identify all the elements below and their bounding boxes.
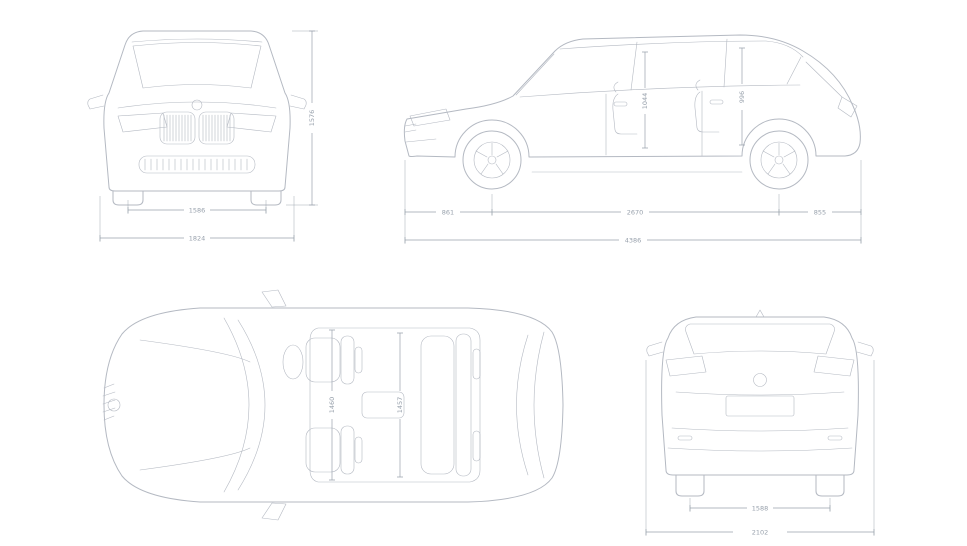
front-height-label: 1576 xyxy=(308,110,316,127)
rear-wheel-left xyxy=(675,474,705,497)
side-rear-spokes xyxy=(762,142,796,175)
top-front-width-ticks xyxy=(329,329,335,481)
side-d-pillar xyxy=(786,56,802,85)
top-hood-creases xyxy=(139,339,251,471)
side-front-rim xyxy=(473,141,511,179)
bmw-roundel-icon xyxy=(191,99,203,111)
center-console xyxy=(361,391,405,419)
bumper-lower-line xyxy=(667,447,853,452)
rear-taillight-left xyxy=(665,355,707,377)
steering-wheel xyxy=(282,344,304,380)
side-view: 1044 996 861 2670 855 4386 xyxy=(403,34,862,244)
front-track-label: 1586 xyxy=(189,206,206,214)
reflector-left xyxy=(677,435,693,441)
bmw-roundel-icon xyxy=(753,373,767,387)
bumper-upper-line xyxy=(671,427,849,432)
front-roof-line xyxy=(131,38,263,43)
lower-intake xyxy=(138,155,256,174)
top-rear-width-ticks xyxy=(397,332,403,478)
side-rear-glass-edge xyxy=(805,61,843,98)
side-front-spokes xyxy=(475,142,509,175)
side-rear-hub xyxy=(774,155,784,165)
rear-view: 1588 2102 xyxy=(645,309,875,536)
front-seat-driver xyxy=(305,335,363,385)
interior-front-dim-ticks xyxy=(642,51,648,149)
rear-antenna-fin xyxy=(755,309,765,318)
side-grille-lines xyxy=(404,123,437,143)
length-label: 4386 xyxy=(625,236,642,244)
rear-width-label: 2102 xyxy=(752,528,769,536)
interior-front-label: 1044 xyxy=(641,93,649,110)
side-beltline xyxy=(519,84,801,98)
top-cowl-arc xyxy=(223,317,250,493)
tailgate-line xyxy=(675,391,845,396)
side-b-pillar xyxy=(630,41,638,91)
side-rear-rim xyxy=(760,141,798,179)
side-front-wheel xyxy=(462,130,522,190)
top-body-outline xyxy=(103,307,564,503)
grille-slats xyxy=(163,114,231,142)
front-view: 1586 1824 1576 xyxy=(87,30,318,242)
front-dim-ticks xyxy=(99,30,315,241)
license-plate xyxy=(725,395,795,417)
intake-slats xyxy=(144,158,248,171)
side-windshield-line xyxy=(515,53,555,96)
side-taillight xyxy=(837,96,858,118)
top-rear-width-label: 1457 xyxy=(396,397,404,414)
side-roof-inner-line xyxy=(559,40,804,58)
side-extension-lines xyxy=(404,160,862,244)
side-body-outline xyxy=(403,34,861,158)
front-seat-passenger xyxy=(305,425,363,475)
top-rear-edge-arc xyxy=(533,331,545,479)
front-windshield xyxy=(132,42,262,89)
rear-wheel-right xyxy=(815,474,845,497)
rear-track-label: 1588 xyxy=(752,504,769,512)
side-front-hub xyxy=(487,155,497,165)
front-width-label: 1824 xyxy=(189,234,206,242)
interior-rear-dim-ticks xyxy=(739,47,745,146)
left-headlight xyxy=(117,112,168,133)
side-rear-wheel xyxy=(749,130,809,190)
rear-mirror-left xyxy=(646,341,664,357)
top-roof-panel xyxy=(309,327,481,483)
right-headlight xyxy=(226,112,277,133)
front-body-outline xyxy=(103,30,291,192)
rear-bench-seat xyxy=(420,333,481,477)
interior-seat-rear xyxy=(694,79,720,133)
rear-body-outline xyxy=(661,316,859,476)
right-mirror xyxy=(289,94,307,110)
rear-window xyxy=(685,323,835,355)
door-handle-front xyxy=(613,101,628,107)
reflector-right xyxy=(827,435,843,441)
top-view: 1460 1457 xyxy=(102,289,564,521)
top-windshield-arc xyxy=(237,319,266,491)
top-rear-window-arc xyxy=(516,334,529,476)
side-headlight xyxy=(409,108,451,127)
left-mirror xyxy=(87,94,105,110)
top-front-width-label: 1460 xyxy=(328,397,336,414)
grille-kidney-left xyxy=(159,111,196,145)
rear-taillight-right xyxy=(813,355,855,377)
front-hood-crease xyxy=(117,101,277,109)
rear-overhang-label: 855 xyxy=(814,208,826,216)
door-handle-rear xyxy=(709,99,724,105)
side-c-pillar xyxy=(723,38,728,88)
grille-kidney-right xyxy=(198,111,235,145)
front-overhang-label: 861 xyxy=(442,208,454,216)
bmw-roundel-icon xyxy=(107,398,121,412)
top-mirror-right xyxy=(261,502,287,521)
rear-mirror-right xyxy=(856,341,874,357)
top-mirror-left xyxy=(261,289,287,308)
interior-rear-label: 996 xyxy=(738,91,746,103)
interior-seat-front xyxy=(612,81,638,135)
wheelbase-label: 2670 xyxy=(627,208,644,216)
